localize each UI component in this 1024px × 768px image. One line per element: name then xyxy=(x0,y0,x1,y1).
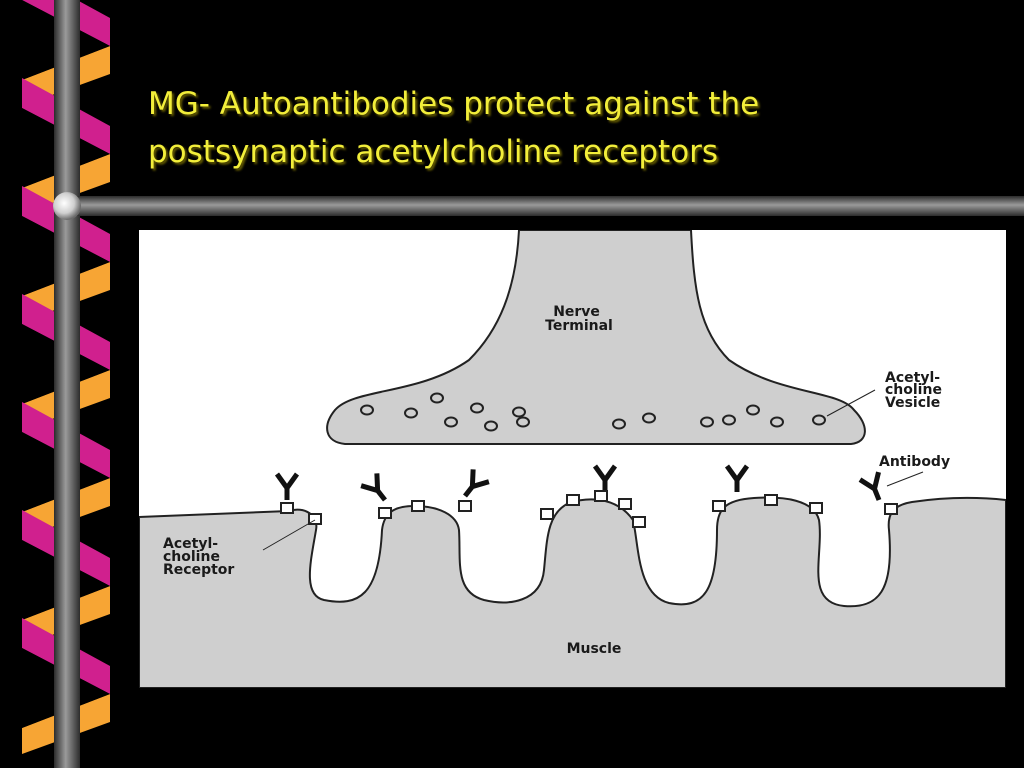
antibody-stroke xyxy=(463,469,490,498)
vesicle-label-line-3: Vesicle xyxy=(885,395,940,411)
synapse-diagram-canvas: Nerve Terminal Acetyl- choline Vesicle A… xyxy=(139,230,1006,688)
vesicle-label-line-2: choline xyxy=(885,382,942,398)
vertical-rail xyxy=(54,0,80,768)
receptor-pointer-line xyxy=(262,519,316,551)
receptor-square xyxy=(764,494,778,506)
receptor-square xyxy=(632,516,646,528)
receptor-square xyxy=(566,494,580,506)
antibody-label: Antibody xyxy=(879,454,950,470)
nerve-terminal-shape xyxy=(326,230,866,445)
vesicle-circle xyxy=(722,414,736,426)
antibody-icon xyxy=(592,464,618,492)
receptor-square xyxy=(308,513,322,525)
slide-title-line-1: MG- Autoantibodies protect against the xyxy=(148,86,760,122)
antibody-stroke xyxy=(724,464,750,492)
antibody-icon xyxy=(360,473,387,502)
horizontal-rail xyxy=(60,196,1024,216)
vesicle-label-line-1: Acetyl- xyxy=(885,370,940,386)
vesicle-circle xyxy=(770,416,784,428)
vesicle-group xyxy=(360,392,826,432)
vesicle-circle xyxy=(444,416,458,428)
vesicle-circle xyxy=(812,414,826,426)
antibody-stroke xyxy=(274,472,300,500)
vesicle-circle xyxy=(612,418,626,430)
vesicle-circle xyxy=(470,402,484,414)
vesicle-circle xyxy=(516,416,530,428)
antibody-group xyxy=(274,464,882,502)
vesicle-circle xyxy=(360,404,374,416)
vesicle-label: Acetyl- choline Vesicle xyxy=(885,370,947,411)
receptor-square xyxy=(280,502,294,514)
receptor-label-line-2: choline xyxy=(163,549,220,565)
receptor-square xyxy=(809,502,823,514)
receptor-square xyxy=(618,498,632,510)
antibody-stroke xyxy=(360,473,387,502)
antibody-icon xyxy=(724,464,750,492)
nerve-terminal-label-line-2: Terminal xyxy=(545,318,613,334)
vesicle-circle xyxy=(512,406,526,418)
vesicle-circle xyxy=(746,404,760,416)
receptor-square xyxy=(594,490,608,502)
slide-title-line-2: postsynaptic acetylcholine receptors xyxy=(148,134,719,170)
muscle-label: Muscle xyxy=(567,641,622,657)
slide-title: MG- Autoantibodies protect against the p… xyxy=(148,80,1008,176)
vesicle-circle xyxy=(484,420,498,432)
antibody-icon xyxy=(858,471,882,501)
antibody-pointer-line xyxy=(886,471,924,487)
receptor-square xyxy=(712,500,726,512)
receptor-label: Acetyl- choline Receptor xyxy=(163,536,234,578)
receptor-square xyxy=(884,503,898,515)
muscle-shape xyxy=(139,496,1006,688)
vesicle-circle xyxy=(430,392,444,404)
receptor-square xyxy=(540,508,554,520)
antibody-stroke xyxy=(592,464,618,492)
synapse-diagram: Nerve Terminal Acetyl- choline Vesicle A… xyxy=(139,230,1006,688)
antibody-stroke xyxy=(858,471,882,501)
receptor-square xyxy=(378,507,392,519)
antibody-icon xyxy=(274,472,300,500)
rail-knob xyxy=(53,192,81,220)
nerve-terminal-label: Nerve Terminal xyxy=(545,304,613,334)
receptor-group xyxy=(280,490,898,528)
receptor-label-line-1: Acetyl- xyxy=(163,536,218,552)
receptor-square xyxy=(411,500,425,512)
nerve-terminal-label-line-1: Nerve xyxy=(553,304,600,320)
receptor-label-line-3: Receptor xyxy=(163,562,234,578)
vesicle-circle xyxy=(700,416,714,428)
vesicle-circle xyxy=(404,407,418,419)
vesicle-circle xyxy=(642,412,656,424)
receptor-square xyxy=(458,500,472,512)
vesicle-pointer-line xyxy=(826,389,876,417)
antibody-icon xyxy=(463,469,490,498)
